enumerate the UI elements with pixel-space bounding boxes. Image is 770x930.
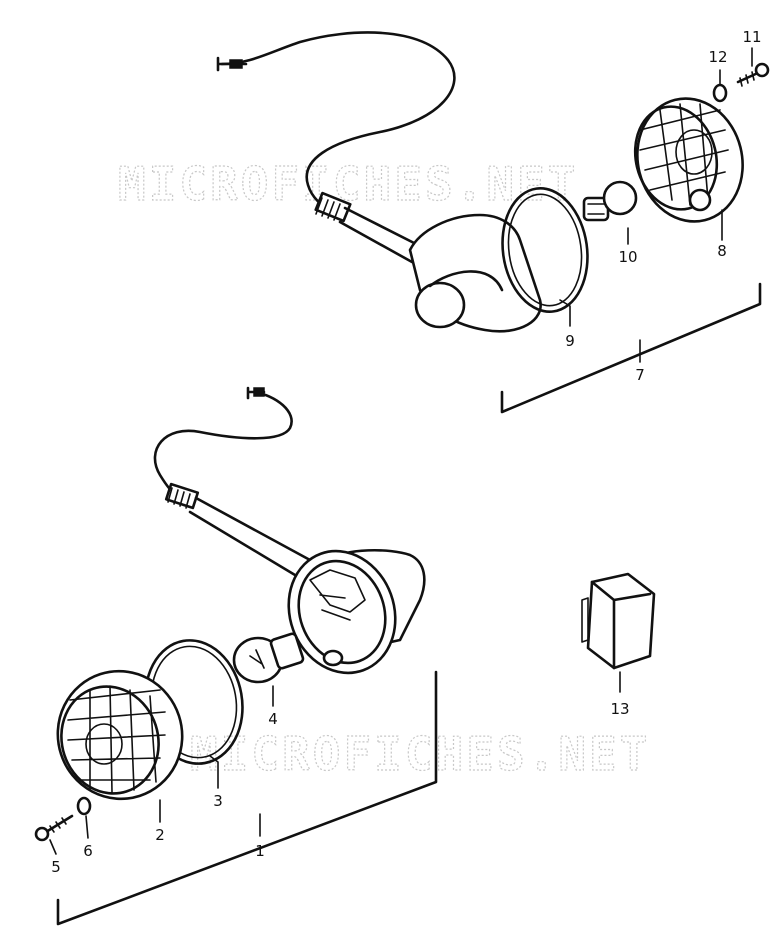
leader-lines <box>49 47 753 855</box>
upper-lens <box>633 97 744 223</box>
upper-bulb <box>582 180 638 222</box>
callout-11: 11 <box>742 28 761 46</box>
callout-3: 3 <box>213 792 223 810</box>
lower-washer <box>76 796 92 816</box>
lower-bulb <box>232 632 305 684</box>
upper-screw <box>736 62 770 87</box>
callout-12: 12 <box>708 48 727 66</box>
bracket-1 <box>56 670 438 926</box>
callout-10: 10 <box>618 248 637 266</box>
lower-housing <box>287 548 426 675</box>
lower-turn-signal-assembly <box>34 386 438 926</box>
callout-4: 4 <box>268 710 278 728</box>
lower-wire <box>153 390 293 496</box>
watermark-bottom: MICROFICHES.NET <box>190 727 650 781</box>
upper-wire <box>220 31 456 212</box>
upper-nozzle <box>414 281 466 329</box>
callout-1: 1 <box>255 842 265 860</box>
relay-unit <box>581 572 656 670</box>
upper-stem <box>338 206 422 264</box>
callout-6: 6 <box>83 842 93 860</box>
bracket-7 <box>500 282 762 414</box>
callout-13: 13 <box>610 700 629 718</box>
upper-washer <box>712 83 728 103</box>
lower-thread <box>164 482 200 510</box>
lower-stem <box>188 496 312 580</box>
callout-9: 9 <box>565 332 575 350</box>
callout-2: 2 <box>155 826 165 844</box>
callout-7: 7 <box>635 366 645 384</box>
lower-lens <box>56 669 184 801</box>
callout-5: 5 <box>51 858 61 876</box>
callout-8: 8 <box>717 242 727 260</box>
upper-gasket <box>501 187 589 313</box>
upper-turn-signal-assembly <box>216 31 770 414</box>
lower-screw <box>34 814 74 842</box>
